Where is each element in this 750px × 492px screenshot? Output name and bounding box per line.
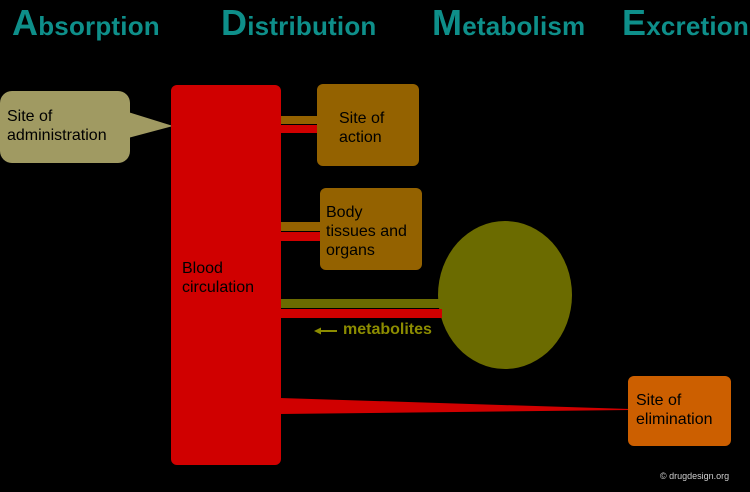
site-of-elimination-box: Site of elimination <box>628 376 731 446</box>
heading-excretion: Excretion <box>622 2 749 44</box>
heading-metabolism: Metabolism <box>432 2 585 44</box>
blood-circulation-label: Blood circulation <box>182 260 255 296</box>
metabolites-label: metabolites <box>343 321 432 338</box>
site-of-elimination-label: Site of elimination <box>636 392 713 428</box>
site-of-administration-box: Site of administration <box>0 91 130 163</box>
heading-metabolism-rest: etabolism <box>462 11 586 41</box>
heading-absorption: Absorption <box>12 2 160 44</box>
metabolism-inflow-bar <box>280 299 440 308</box>
heading-distribution-initial: D <box>221 2 248 43</box>
metabolites-arrow-head <box>314 327 321 335</box>
site-of-action-label: Site of action <box>339 110 385 146</box>
body-tissues-label: Body tissues and organs <box>326 204 407 259</box>
metabolism-return-bar <box>280 309 442 318</box>
tissues-outflow-bar <box>280 222 321 231</box>
heading-absorption-rest: bsorption <box>38 11 160 41</box>
blood-circulation-box: Blood circulation <box>171 85 281 465</box>
metabolism-organ <box>438 221 572 369</box>
heading-metabolism-initial: M <box>432 2 463 43</box>
elimination-wedge <box>280 398 630 414</box>
tissues-return-bar <box>280 232 321 241</box>
action-return-bar <box>280 125 318 133</box>
heading-excretion-initial: E <box>622 2 647 43</box>
heading-absorption-initial: A <box>12 2 39 43</box>
action-outflow-bar <box>280 116 318 124</box>
administration-pointer <box>128 112 173 138</box>
heading-excretion-rest: xcretion <box>646 11 749 41</box>
heading-distribution: Distribution <box>221 2 377 44</box>
site-of-action-box: Site of action <box>317 84 419 166</box>
body-tissues-box: Body tissues and organs <box>320 188 422 270</box>
copyright-text: © drugdesign.org <box>660 471 730 481</box>
site-of-administration-label: Site of administration <box>7 108 107 144</box>
heading-distribution-rest: istribution <box>247 11 377 41</box>
